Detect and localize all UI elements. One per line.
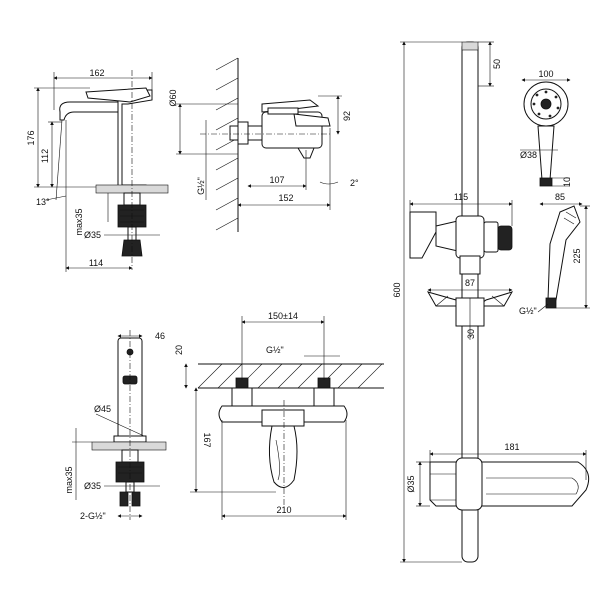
side-reach-long-label: 152 <box>278 193 293 203</box>
rail-clamp-height-label: 30 <box>466 329 476 339</box>
front-height-label: 167 <box>202 432 212 447</box>
bidet-hole-label: Ø35 <box>84 481 101 491</box>
shower-base-label: 10 <box>562 177 572 187</box>
side-dia-label: Ø60 <box>168 89 178 106</box>
bidet-base-dia-label: Ø45 <box>94 404 111 414</box>
front-thread-label: G½" <box>266 345 284 355</box>
rail-rod-dia-label: Ø35 <box>406 475 416 492</box>
basin-height-label: 176 <box>26 130 36 145</box>
basin-width-label: 162 <box>89 68 104 78</box>
basin-reach-label: 114 <box>89 258 103 268</box>
slide-rail-drawing: 600 50 115 87 30 <box>392 41 590 563</box>
basin-thickness-label: max35 <box>74 208 84 235</box>
basin-hole-label: Ø35 <box>84 230 101 240</box>
basin-mixer-drawing: 162 176 112 13° max35 Ø35 114 <box>26 68 169 272</box>
basin-angle-label: 13° <box>36 197 50 207</box>
rail-shelf-width-label: 181 <box>504 442 519 452</box>
shower-handle-dia-label: Ø38 <box>520 150 537 160</box>
shower-depth-label: 85 <box>555 192 565 202</box>
hand-shower-drawing: 100 Ø38 10 85 225 G½" <box>519 69 590 316</box>
basin-spout-height-label: 112 <box>40 149 50 163</box>
shower-thread-label: G½" <box>519 306 537 316</box>
front-wall-label: 20 <box>174 345 184 355</box>
bidet-width-label: 46 <box>155 331 165 341</box>
bidet-thickness-label: max35 <box>64 466 74 493</box>
rail-topcap-label: 50 <box>492 59 502 69</box>
rail-clamp-width-label: 87 <box>465 278 475 288</box>
shower-length-label: 225 <box>572 248 582 263</box>
bidet-mixer-drawing: 46 Ø45 max35 Ø35 2-G½" <box>64 330 167 521</box>
shower-head-dia-label: 100 <box>538 69 553 79</box>
side-thread-label: G½" <box>196 177 206 195</box>
side-height-label: 92 <box>342 111 352 121</box>
rail-holder-width-label: 115 <box>454 192 468 202</box>
bath-mixer-front-drawing: 150±14 G½" 20 167 210 <box>174 311 384 520</box>
rail-height-label: 600 <box>392 282 402 297</box>
bidet-connection-label: 2-G½" <box>80 511 106 521</box>
bath-mixer-side-drawing: Ø60 G½" 92 107 152 2° <box>168 57 359 232</box>
side-angle-label: 2° <box>350 178 359 188</box>
front-centers-label: 150±14 <box>268 311 298 321</box>
side-reach-short-label: 107 <box>269 175 284 185</box>
front-width-label: 210 <box>276 505 291 515</box>
